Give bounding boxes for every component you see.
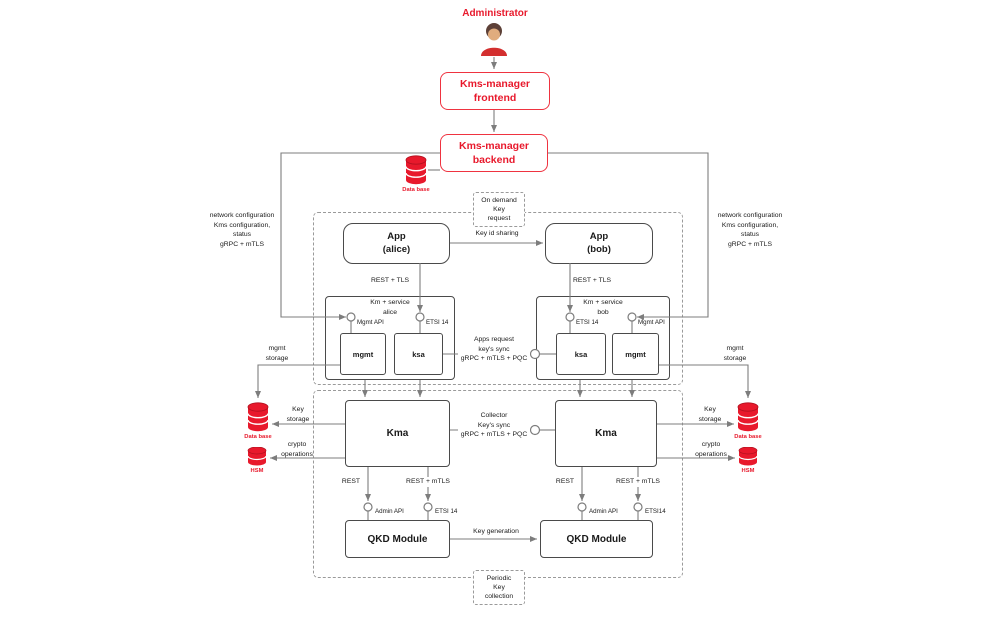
- qkd-module-left-node: QKD Module: [345, 520, 450, 558]
- kms-manager-frontend-node: Kms-manager frontend: [440, 72, 550, 110]
- periodic-key-collection-note: Periodic Key collection: [473, 570, 525, 605]
- administrator-label: Administrator: [462, 8, 528, 19]
- kma-left-node: Kma: [345, 400, 450, 467]
- left-mgmt-storage-label: mgmt storage: [265, 345, 289, 362]
- right-database-icon: [736, 402, 760, 432]
- left-database-icon: [246, 402, 270, 432]
- km-alice-ksa-box: ksa: [394, 333, 443, 375]
- rest-mtls-left-edge-label: REST + mTLS: [400, 477, 456, 487]
- km-bob-mgmt-box: mgmt: [612, 333, 659, 375]
- backend-database-icon: [404, 155, 428, 185]
- qkd-right-etsi14-interface-label: ETSI14: [645, 508, 666, 515]
- right-crypto-operations-label: crypto operations: [695, 441, 727, 458]
- qkd-right-admin-api-interface-label: Admin API: [589, 508, 618, 515]
- rest-right-edge-label: REST: [555, 478, 575, 485]
- rest-tls-left-edge-label: REST + TLS: [370, 277, 410, 284]
- administrator-avatar-icon: [480, 22, 508, 56]
- left-crypto-operations-label: crypto operations: [281, 441, 313, 458]
- qkd-left-admin-api-interface-label: Admin API: [375, 508, 404, 515]
- kms-manager-backend-node: Kms-manager backend: [440, 134, 548, 172]
- left-key-storage-label: Key storage: [286, 406, 310, 423]
- left-hsm-label: HSM: [250, 468, 264, 474]
- km-service-alice-title: Km + service alice: [370, 299, 410, 316]
- key-id-sharing-edge-label: Key id sharing: [475, 230, 519, 237]
- left-hsm-icon: [247, 446, 267, 466]
- km-alice-mgmt-box: mgmt: [340, 333, 386, 375]
- qkd-left-etsi14-interface-label: ETSI 14: [435, 508, 458, 515]
- on-demand-key-request-note: On demand Key request: [473, 192, 525, 227]
- km-alice-etsi14-interface-label: ETSI 14: [426, 319, 449, 326]
- app-alice-node: App (alice): [343, 223, 450, 264]
- km-bob-etsi14-interface-label: ETSI 14: [576, 319, 599, 326]
- right-database-label: Data base: [734, 434, 762, 440]
- key-generation-edge-label: Key generation: [473, 528, 519, 535]
- app-bob-node: App (bob): [545, 223, 653, 264]
- right-hsm-label: HSM: [741, 468, 755, 474]
- right-mgmt-storage-label: mgmt storage: [723, 345, 747, 362]
- qkd-module-right-node: QKD Module: [540, 520, 653, 558]
- km-bob-ksa-box: ksa: [556, 333, 606, 375]
- km-bob-mgmt-api-interface-label: Mgmt API: [638, 319, 665, 326]
- kma-right-node: Kma: [555, 400, 657, 467]
- apps-request-sync-edge-label: Apps request key's sync gRPC + mTLS + PQ…: [458, 335, 530, 364]
- backend-database-label: Data base: [402, 187, 430, 193]
- left-database-label: Data base: [244, 434, 272, 440]
- right-hsm-icon: [738, 446, 758, 466]
- left-network-config-note: network configuration Kms configuration,…: [209, 212, 275, 248]
- km-alice-mgmt-api-interface-label: Mgmt API: [357, 319, 384, 326]
- rest-mtls-right-edge-label: REST + mTLS: [610, 477, 666, 487]
- right-key-storage-label: Key storage: [698, 406, 722, 423]
- collector-sync-edge-label: Collector Key's sync gRPC + mTLS + PQC: [458, 411, 530, 440]
- rest-left-edge-label: REST: [341, 478, 361, 485]
- rest-tls-right-edge-label: REST + TLS: [572, 277, 612, 284]
- km-service-bob-title: Km + service bob: [583, 299, 623, 316]
- right-network-config-note: network configuration Kms configuration,…: [717, 212, 783, 248]
